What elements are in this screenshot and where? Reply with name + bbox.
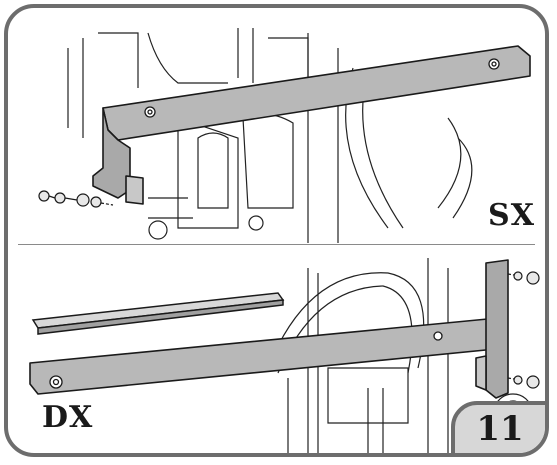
washer — [90, 196, 102, 208]
cable-loop — [437, 117, 473, 219]
sx-bracket — [92, 107, 131, 199]
bolt-head — [38, 190, 50, 202]
frame-lines — [367, 388, 384, 453]
page-number-tab: 11 — [451, 401, 545, 453]
sx-line-art — [38, 28, 531, 243]
sx-label: SX — [488, 198, 535, 233]
bolt-hole — [491, 61, 497, 67]
panel-divider — [18, 244, 535, 245]
washer — [54, 192, 66, 204]
dx-bar — [29, 317, 507, 395]
bolt-hole — [147, 109, 153, 115]
bolt-hole — [433, 331, 443, 341]
dx-bracket — [485, 259, 509, 399]
bolt-head — [526, 271, 540, 285]
dx-line-art — [29, 258, 540, 453]
frame-lines — [307, 33, 339, 243]
sx-bar — [102, 45, 531, 141]
washer — [513, 271, 523, 281]
bolt-head — [76, 193, 90, 207]
frame-lines — [148, 197, 193, 219]
rail — [31, 292, 285, 329]
bolt-axis — [48, 195, 56, 199]
dx-assembly-drawing: DX — [8, 248, 545, 453]
washer — [513, 375, 523, 385]
sx-assembly-drawing: SX — [8, 8, 545, 243]
figure-frame: SX — [4, 4, 549, 457]
bolt-axis — [100, 202, 114, 206]
bolt-head — [526, 375, 540, 389]
frame-lines — [147, 32, 228, 84]
dx-bracket-gusset — [475, 355, 487, 391]
rail-edge — [37, 299, 284, 335]
wheel-rim — [267, 272, 425, 369]
nut — [248, 215, 264, 231]
dx-label: DX — [42, 400, 94, 435]
bolt-axis — [507, 273, 515, 276]
casting — [177, 117, 239, 229]
frame-lines — [67, 32, 139, 138]
bolt-axis — [507, 377, 515, 380]
bolt-hole — [52, 378, 60, 386]
casting — [327, 367, 409, 424]
casting — [197, 132, 229, 209]
frame-lines — [237, 28, 309, 83]
bolt-axis — [64, 197, 78, 201]
sx-bracket-lip — [125, 175, 144, 205]
nut — [148, 220, 168, 240]
page-number: 11 — [476, 409, 524, 449]
casting — [242, 113, 294, 209]
